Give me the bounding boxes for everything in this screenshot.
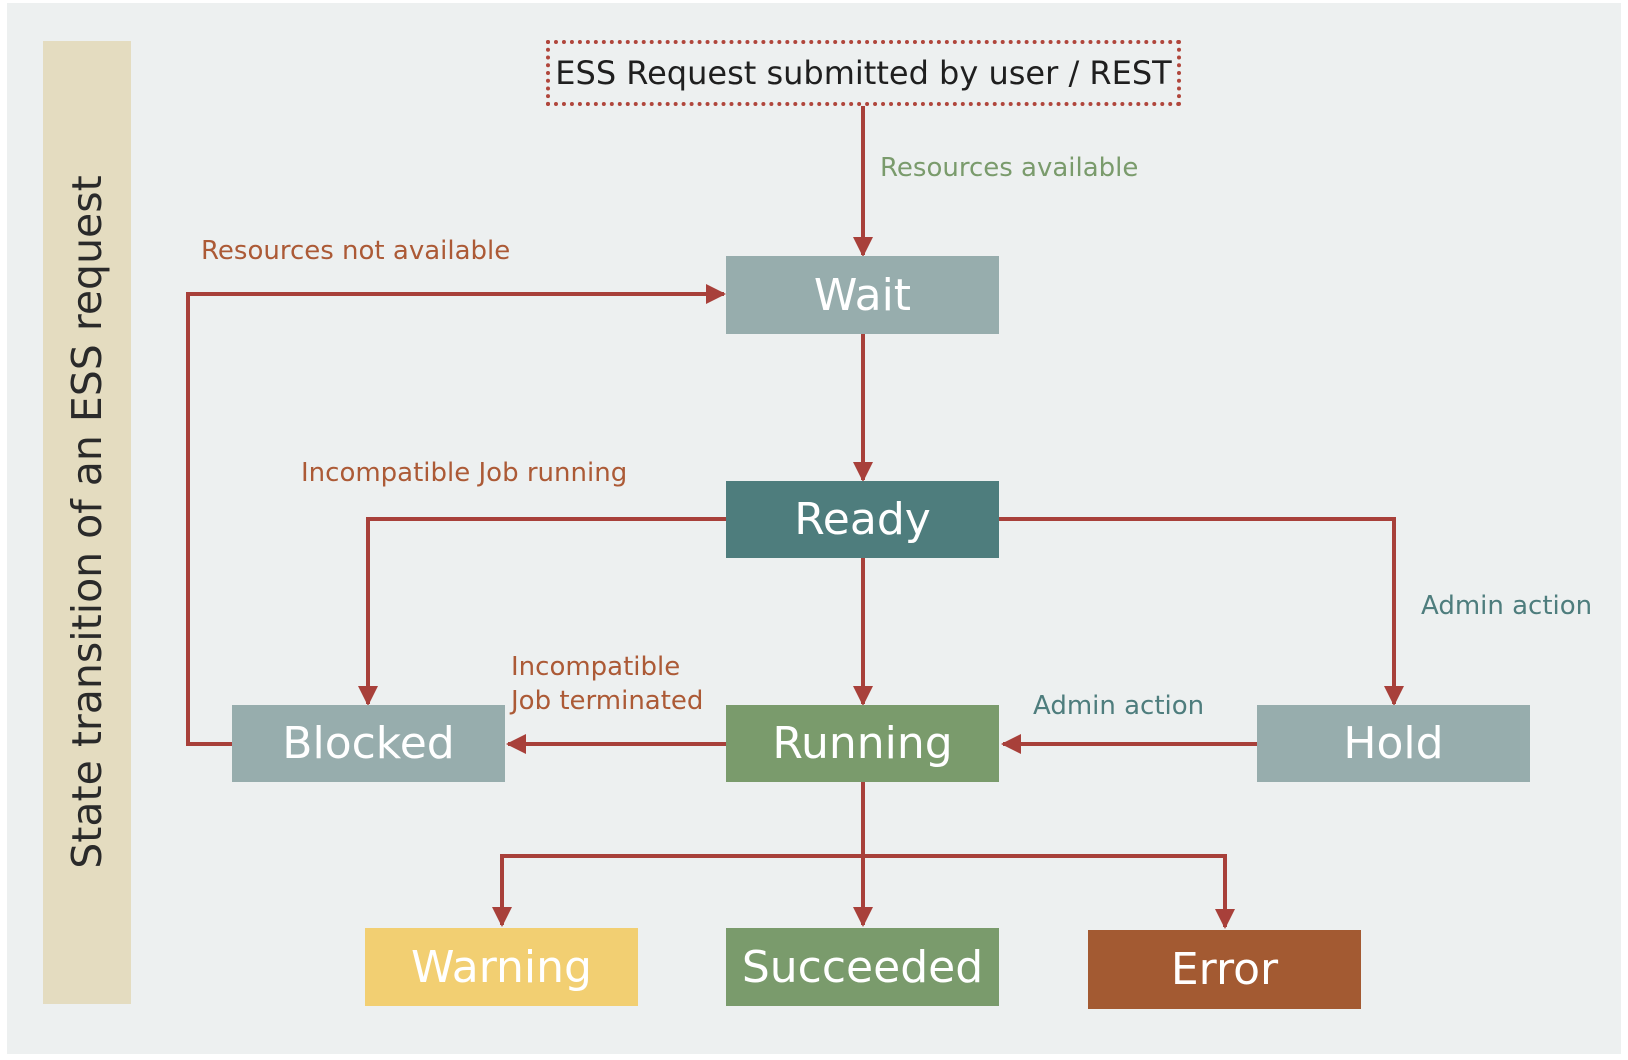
label-incompatible-job-terminated-line2: Job terminated bbox=[511, 686, 704, 716]
label-incompatible-job-terminated-line1: Incompatible bbox=[511, 652, 681, 682]
label-admin-action-hold: Admin action bbox=[1421, 591, 1593, 621]
state-ready: Ready bbox=[726, 481, 999, 558]
label-admin-action-running: Admin action bbox=[1033, 691, 1205, 721]
arrow-running-to-error bbox=[863, 854, 1235, 929]
state-succeeded: Succeeded bbox=[726, 928, 999, 1006]
state-running: Running bbox=[726, 705, 999, 782]
label-incompatible-job-running: Incompatible Job running bbox=[301, 458, 628, 488]
state-error: Error bbox=[1088, 930, 1361, 1009]
arrow-blocked-to-wait bbox=[186, 284, 726, 746]
start-node: ESS Request submitted by user / REST bbox=[546, 40, 1181, 106]
state-wait: Wait bbox=[726, 256, 999, 334]
arrow-running-to-warning bbox=[492, 854, 863, 927]
arrow-ready-to-blocked bbox=[358, 517, 726, 706]
label-resources-available: Resources available bbox=[880, 153, 1139, 183]
state-hold: Hold bbox=[1257, 705, 1530, 782]
side-title-band bbox=[43, 41, 131, 1004]
arrow-ready-to-hold bbox=[999, 517, 1404, 706]
state-blocked: Blocked bbox=[232, 705, 505, 782]
state-warning: Warning bbox=[365, 928, 638, 1006]
label-resources-not-available: Resources not available bbox=[201, 236, 511, 266]
